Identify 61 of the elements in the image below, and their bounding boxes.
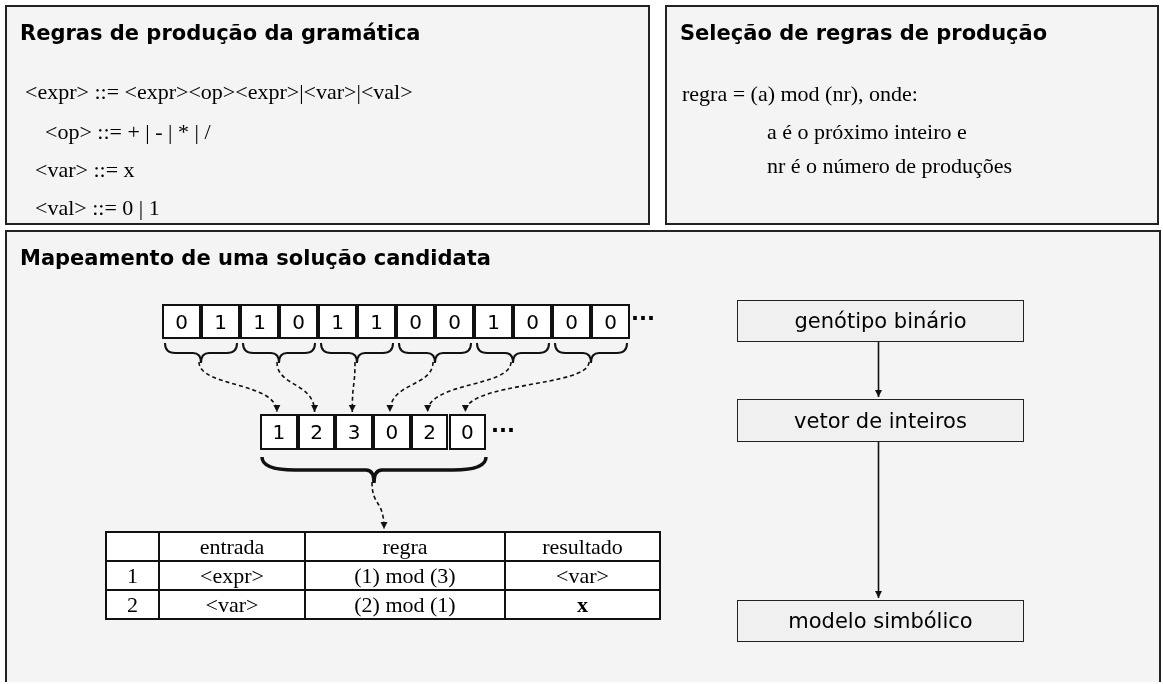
- table-cell: (2) mod (1): [305, 590, 505, 619]
- panel-heading: Regras de produção da gramática: [20, 21, 421, 45]
- number-cell: 0: [591, 304, 630, 339]
- grammar-rule: <val> ::= 0 | 1: [35, 195, 160, 221]
- table-cell: 1: [106, 561, 159, 590]
- number-cell: 1: [201, 304, 240, 339]
- arrow: [276, 361, 318, 413]
- number-cell: 1: [260, 414, 298, 450]
- panel: [5, 230, 1161, 682]
- number-cell: 0: [162, 304, 201, 339]
- formula-text: regra = (a) mod (nr), onde:: [682, 81, 918, 107]
- formula-text: a é o próximo inteiro e: [767, 119, 967, 145]
- number-cell: 1: [318, 304, 357, 339]
- number-cell: 0: [552, 304, 591, 339]
- number-cell: 2: [297, 414, 336, 450]
- table-cell: regra: [305, 532, 505, 561]
- grammar-rule: <expr> ::= <expr><op><expr>|<var>|<val>: [25, 79, 413, 105]
- process-box: genótipo binário: [737, 300, 1024, 342]
- number-cell: 2: [410, 414, 449, 450]
- number-cell: 0: [513, 304, 552, 339]
- ellipsis: ···: [631, 306, 655, 330]
- arrow: [198, 361, 279, 413]
- number-cell: 1: [474, 304, 513, 339]
- panel-heading: Mapeamento de uma solução candidata: [20, 246, 491, 270]
- curly-brace: [261, 456, 487, 484]
- table-cell: entrada: [159, 532, 305, 561]
- table-cell: (1) mod (3): [305, 561, 505, 590]
- panel-heading: Seleção de regras de produção: [680, 21, 1048, 45]
- process-box: modelo simbólico: [737, 600, 1024, 642]
- arrow: [464, 361, 590, 413]
- table-cell: 2: [106, 590, 159, 619]
- table-cell: <var>: [159, 590, 305, 619]
- table-cell: x: [505, 590, 660, 619]
- grammar-rule: <op> ::= + | - | * | /: [45, 119, 211, 145]
- curly-brace: [320, 342, 394, 364]
- curly-brace: [398, 342, 472, 364]
- number-cell: 0: [396, 304, 435, 339]
- panel: [665, 5, 1159, 225]
- grammar-rule: <var> ::= x: [35, 157, 135, 183]
- curly-brace: [242, 342, 316, 364]
- table-cell: <expr>: [159, 561, 305, 590]
- table-cell: <var>: [505, 561, 660, 590]
- number-cell: 1: [240, 304, 279, 339]
- number-cell: 0: [279, 304, 318, 339]
- arrow: [425, 361, 512, 413]
- number-cell: 1: [357, 304, 396, 339]
- panel: [5, 5, 650, 225]
- formula-text: nr é o número de produções: [767, 153, 1012, 179]
- curly-brace: [476, 342, 550, 364]
- arrow: [348, 361, 356, 413]
- table-cell: resultado: [505, 532, 660, 561]
- curly-brace: [554, 342, 628, 364]
- process-box: vetor de inteiros: [737, 399, 1024, 442]
- arrow: [387, 361, 434, 413]
- arrow: [371, 481, 388, 530]
- number-cell: 0: [435, 304, 474, 339]
- number-cell: 0: [448, 414, 487, 450]
- ellipsis: ···: [491, 418, 515, 442]
- number-cell: 3: [335, 414, 374, 450]
- number-cell: 0: [373, 414, 411, 450]
- curly-brace: [164, 342, 238, 364]
